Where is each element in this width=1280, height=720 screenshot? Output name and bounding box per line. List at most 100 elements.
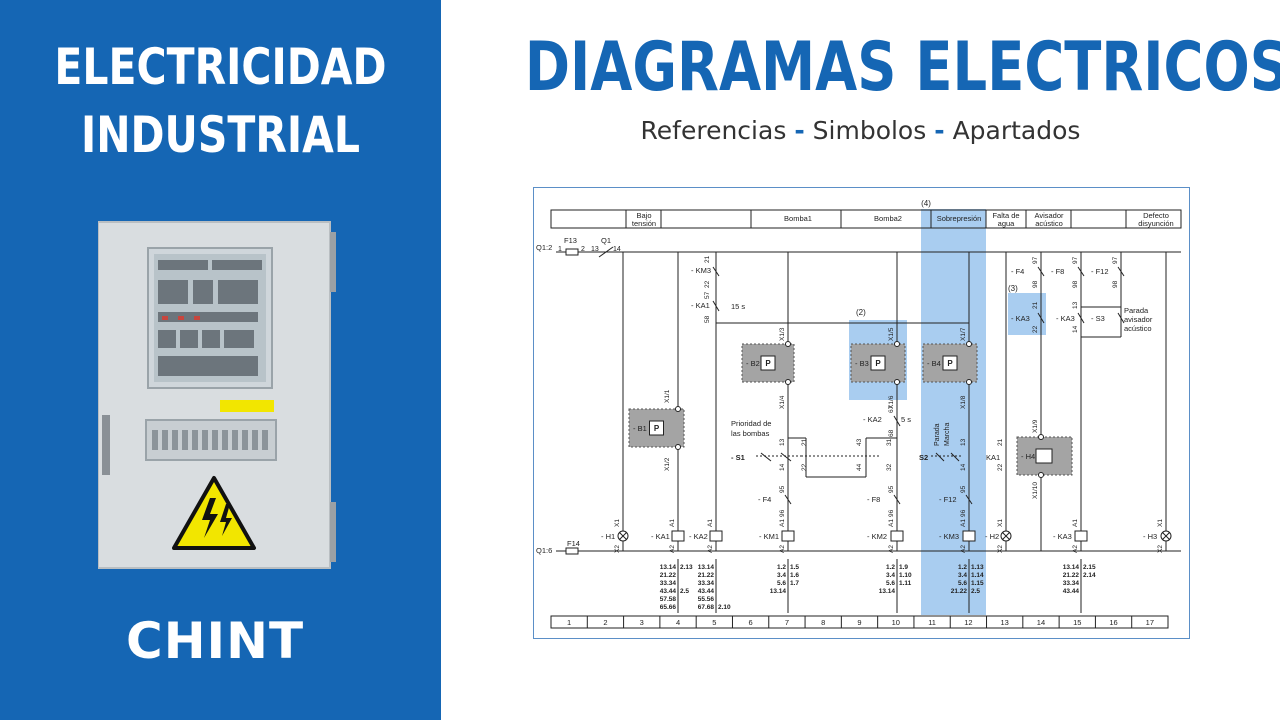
terminal-mark xyxy=(1038,434,1044,440)
label-prioridad-1: Prioridad de xyxy=(731,419,771,428)
coil-km1 xyxy=(781,530,795,542)
terminal-num: 13 xyxy=(591,246,599,253)
ref-km-contacts: 1.7 xyxy=(790,580,799,587)
p-symbol-box xyxy=(649,420,664,436)
label-f8: - F8 xyxy=(867,495,880,504)
label-s2: S2 xyxy=(919,453,928,462)
label-b3: - B3 xyxy=(855,359,869,368)
terminal-mark xyxy=(894,341,900,347)
column-number: 13 xyxy=(1001,618,1009,627)
terminal-num: 1 xyxy=(558,246,562,253)
ref-km-contacts: 33.34 xyxy=(698,580,715,587)
ref-km-contacts: 21.22 xyxy=(698,572,715,579)
terminal-x1-2: X1/2 xyxy=(664,457,671,471)
label-ka1-contact-2: KA1 xyxy=(986,453,1000,462)
terminal-num: 22 xyxy=(801,463,808,471)
terminal-num: 14 xyxy=(1072,325,1079,333)
terminal-num: 44 xyxy=(856,463,863,471)
column-number-row xyxy=(550,615,1169,629)
terminal-num: A1 xyxy=(669,519,676,527)
column-number: 12 xyxy=(964,618,972,627)
label-s3: - S3 xyxy=(1091,314,1105,323)
ref-km-contacts: 1.14 xyxy=(971,572,984,579)
contact-ka2 xyxy=(893,415,901,427)
ref-km-contacts: 5.6 xyxy=(777,580,786,587)
chint-logo: CHINT xyxy=(126,612,305,670)
label-b2: - B2 xyxy=(746,359,760,368)
terminal-num: 96 xyxy=(779,509,786,517)
terminal-num: 98 xyxy=(1032,280,1039,288)
ref-q1-6: Q1:6 xyxy=(536,546,552,555)
overload-contact xyxy=(965,494,973,505)
terminal-num: 22 xyxy=(1032,325,1039,333)
label-f14: F14 xyxy=(567,539,580,548)
label-parada: Parada xyxy=(934,423,941,446)
terminal-num: A1 xyxy=(888,519,895,527)
coil-km2 xyxy=(890,530,904,542)
ref-km-contacts: 1.9 xyxy=(899,564,908,571)
ref-km-contacts: 1.2 xyxy=(886,564,895,571)
label-ka2-contact: - KA2 xyxy=(863,415,882,424)
column-number: 9 xyxy=(857,618,861,627)
terminal-num: 22 xyxy=(997,463,1004,471)
terminal-num: 67 xyxy=(888,405,895,413)
section-label: Bomba1 xyxy=(784,214,812,223)
terminal-num: 31 xyxy=(886,438,893,446)
column-number: 2 xyxy=(603,618,607,627)
label-f4-top: - F4 xyxy=(1011,267,1024,276)
highlight-ka3 xyxy=(1008,293,1046,335)
marker-2: (2) xyxy=(856,308,866,317)
selector-s1 xyxy=(760,452,772,462)
terminal-mark xyxy=(675,406,681,412)
p-symbol-box xyxy=(760,355,776,371)
switch-q1 xyxy=(598,246,614,258)
label-ka1-contact: - KA1 xyxy=(691,301,710,310)
terminal-num: 95 xyxy=(888,485,895,493)
overload-contact xyxy=(784,494,792,505)
terminal-mark xyxy=(675,444,681,450)
label-parada-avisador-1: Parada xyxy=(1124,306,1149,315)
terminal-mark xyxy=(1038,472,1044,478)
label-prioridad-2: las bombas xyxy=(731,429,770,438)
ref-km-contacts: 3.4 xyxy=(777,572,786,579)
column-number: 16 xyxy=(1109,618,1117,627)
terminal-x1-7: X1/7 xyxy=(960,327,967,341)
marker-4: (4) xyxy=(921,199,931,208)
terminal-num: 43 xyxy=(856,438,863,446)
contact-km3 xyxy=(712,266,720,277)
label-timer-15s: 15 s xyxy=(731,302,745,311)
contact-ka3 xyxy=(1037,312,1045,324)
section-label: agua xyxy=(998,219,1016,228)
terminal-num: A2 xyxy=(1072,545,1079,553)
selector-s2 xyxy=(935,452,945,462)
subtitle-part: Simbolos xyxy=(812,116,927,145)
coil-ka3 xyxy=(1074,530,1088,542)
ref-km-contacts: 13.14 xyxy=(698,564,715,571)
label-ka3-contact: - KA3 xyxy=(1011,314,1030,323)
column-number: 17 xyxy=(1146,618,1154,627)
highlight-sobrepresion xyxy=(921,209,986,615)
contact-ka1 xyxy=(712,300,720,312)
terminal-num: 14 xyxy=(960,463,967,471)
fuse-f14 xyxy=(565,547,579,555)
terminal-num: X2 xyxy=(614,545,621,553)
terminal-mark xyxy=(966,341,972,347)
terminal-mark xyxy=(966,379,972,385)
terminal-num: 14 xyxy=(613,246,621,253)
label-h1: - H1 xyxy=(601,532,615,541)
overload-contact xyxy=(1077,266,1085,277)
terminal-num: A2 xyxy=(888,545,895,553)
terminal-num: X2 xyxy=(1157,545,1164,553)
ref-km-contacts: 3.4 xyxy=(958,572,967,579)
brand-panel: ELECTRICIDAD INDUSTRIAL CHINT xyxy=(0,0,441,720)
terminal-num: 13 xyxy=(1072,301,1079,309)
label-km1: - KM1 xyxy=(759,532,779,541)
electrical-cabinet-illustration xyxy=(98,221,336,569)
terminal-num: 21 xyxy=(704,255,711,263)
terminal-num: 98 xyxy=(1112,280,1119,288)
ref-km-contacts: 57.58 xyxy=(660,596,677,603)
column-number: 6 xyxy=(749,618,753,627)
section-label: Falta de xyxy=(992,211,1019,220)
ref-km-contacts: 5.6 xyxy=(958,580,967,587)
